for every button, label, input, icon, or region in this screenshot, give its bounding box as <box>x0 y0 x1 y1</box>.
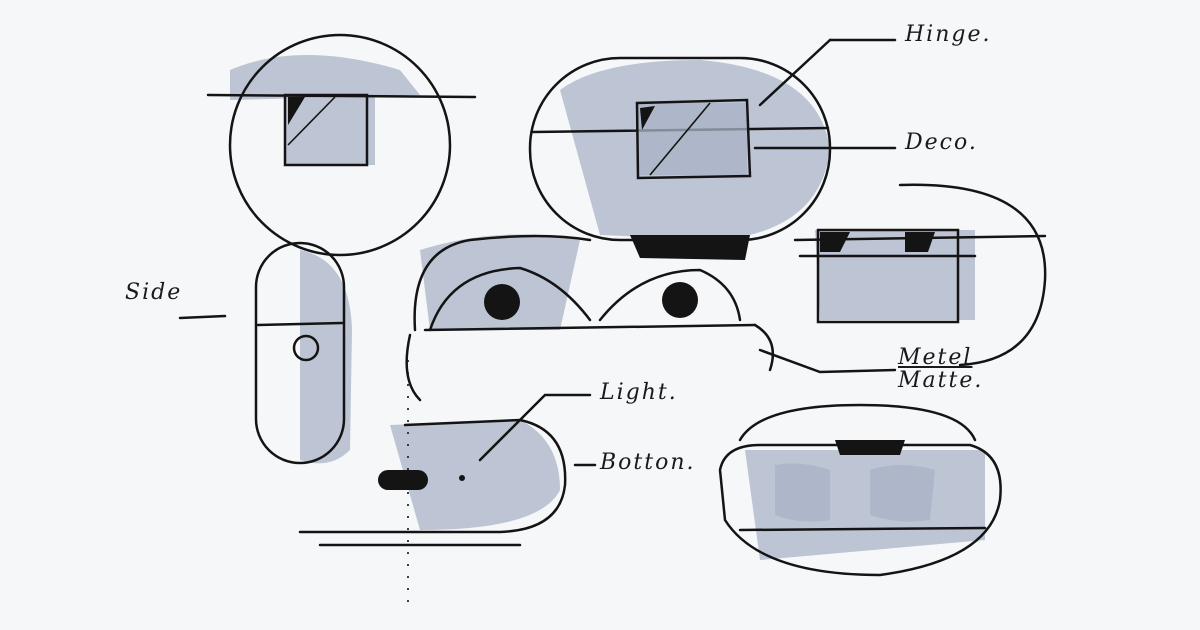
label-metal: Metel <box>898 345 973 370</box>
label-deco: Deco. <box>905 130 978 155</box>
label-light: Light. <box>600 380 678 405</box>
label-hinge: Hinge. <box>905 22 992 47</box>
case-side-view <box>254 241 352 465</box>
case-open-front-view <box>718 403 1002 577</box>
deco-detail <box>793 183 1047 367</box>
label-matte: Matte. <box>898 368 984 393</box>
leader-lines <box>178 38 897 610</box>
case-bottom-view <box>298 418 567 547</box>
label-side: Side <box>125 280 183 305</box>
hinge-detail-circle <box>206 33 477 257</box>
case-top-view <box>528 56 832 260</box>
label-button: Botton. <box>600 450 696 475</box>
case-open-view <box>405 234 775 402</box>
